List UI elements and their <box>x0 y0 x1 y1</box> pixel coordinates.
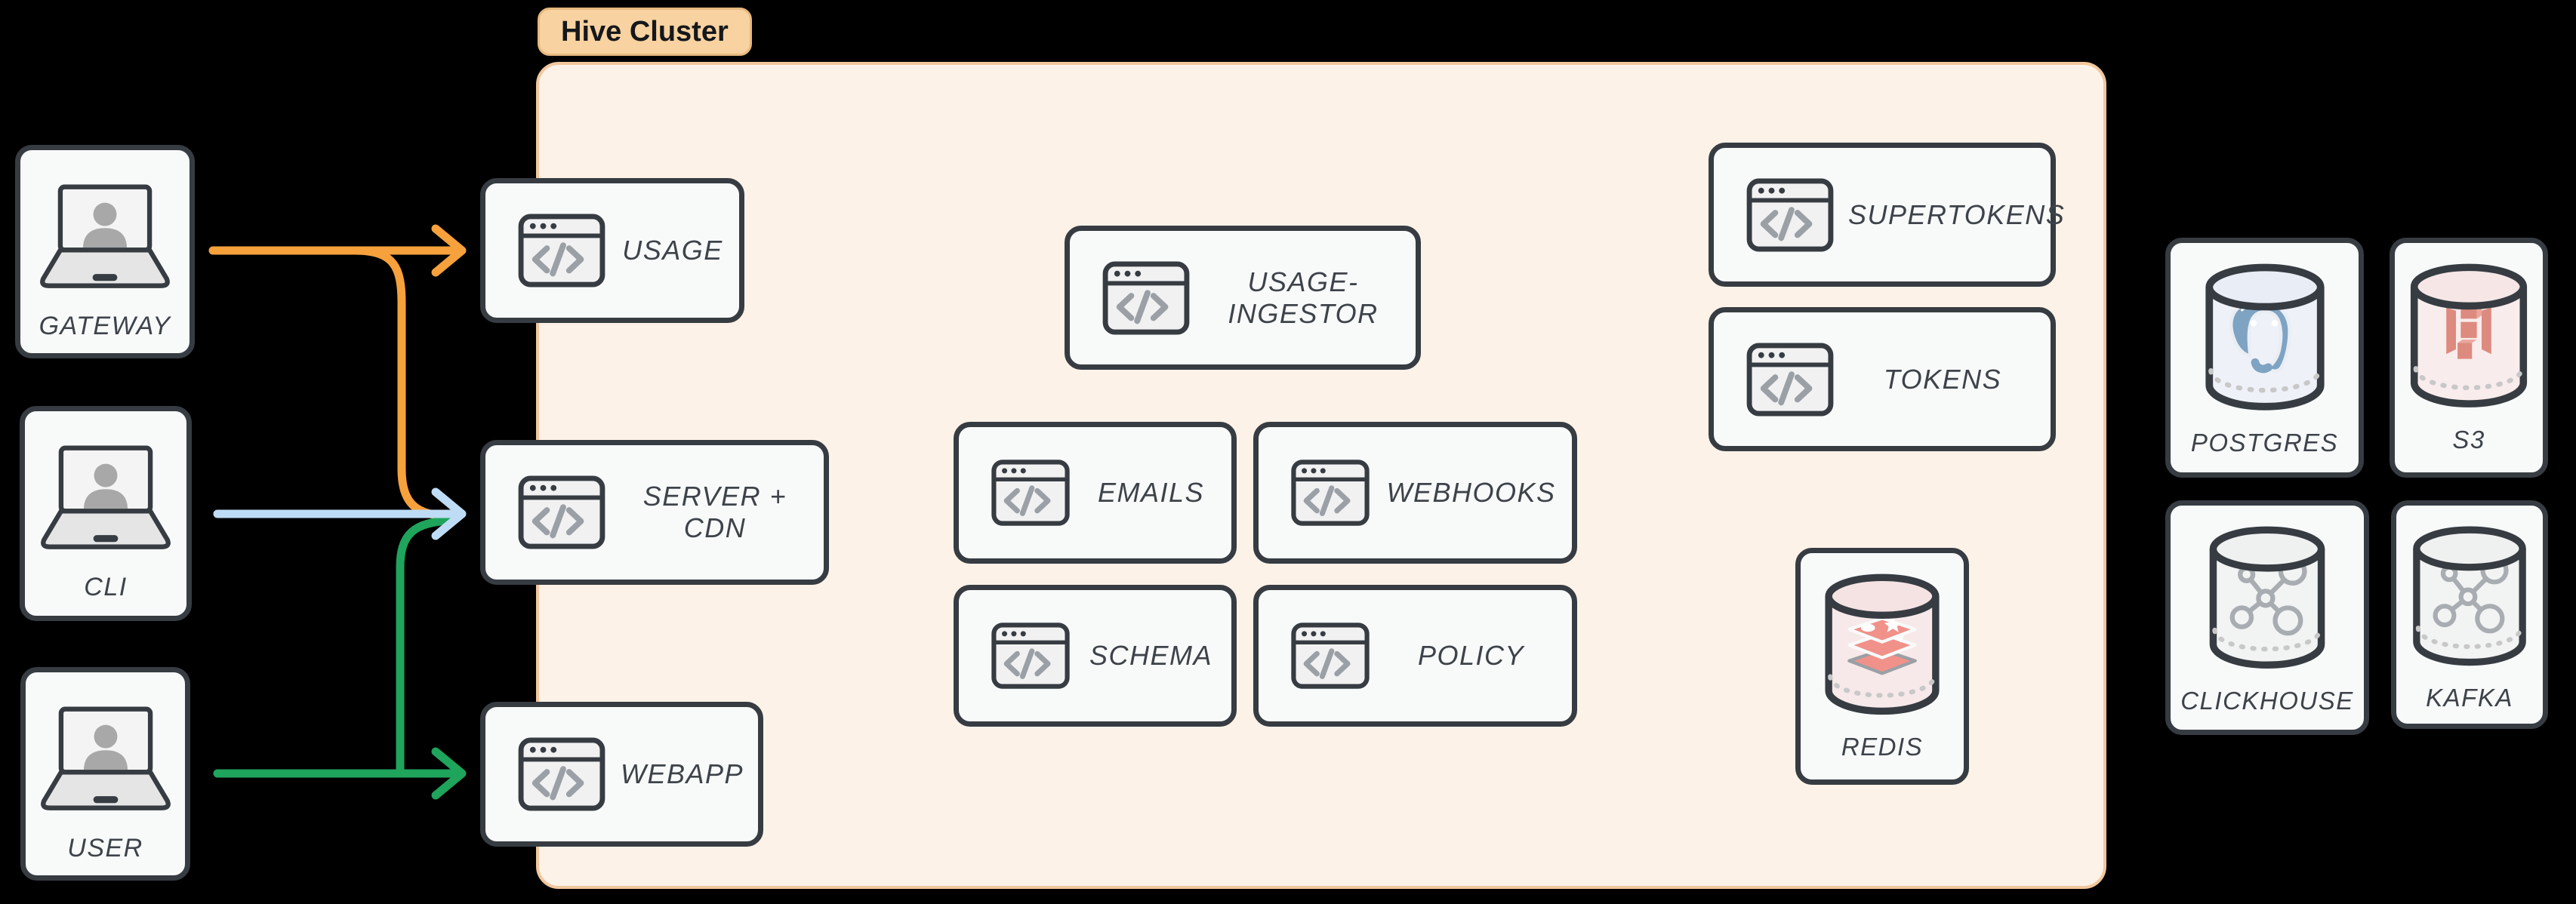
service-usage-ingestor: USAGE-INGESTOR <box>1065 226 1421 370</box>
molecule-cylinder-icon <box>2209 526 2325 669</box>
code-window-icon <box>1746 342 1834 417</box>
datastore-kafka: KAFKA <box>2391 500 2548 729</box>
service-label: SCHEMA <box>1089 640 1213 671</box>
redis-cylinder-icon <box>1825 573 1940 715</box>
edge-user-webapp-arrowhead <box>431 747 467 800</box>
node-label: GATEWAY <box>39 312 171 340</box>
datastore-label: POSTGRES <box>2190 429 2339 457</box>
datastore-label: S3 <box>2452 426 2485 454</box>
molecule-cylinder-icon <box>2413 526 2526 666</box>
node-cli: CLI <box>20 406 192 621</box>
service-label: WEBHOOKS <box>1386 477 1556 508</box>
service-label: SUPERTOKENS <box>1848 198 2066 230</box>
code-window-icon <box>991 623 1070 689</box>
code-window-icon <box>1291 460 1370 526</box>
code-window-icon <box>1746 177 1834 252</box>
datastore-redis: REDIS <box>1795 548 1969 785</box>
laptop-user-icon <box>40 184 170 288</box>
service-label: USAGE-INGESTOR <box>1228 266 1379 329</box>
code-window-icon <box>991 460 1070 526</box>
service-label: WEBAPP <box>620 758 744 789</box>
redis-stack-logo <box>1847 617 1917 675</box>
service-supertokens: SUPERTOKENS <box>1709 143 2064 287</box>
laptop-user-icon <box>41 445 171 549</box>
edge-gateway-usage-arrowhead <box>431 224 467 277</box>
s3-cylinder-icon <box>2410 263 2528 407</box>
service-label: EMAILS <box>1097 477 1205 508</box>
service-webapp: WEBAPP <box>480 702 763 847</box>
code-window-icon <box>1102 260 1190 335</box>
datastore-postgres: POSTGRES <box>2165 238 2364 478</box>
node-label: USER <box>67 834 143 862</box>
service-label: USAGE <box>622 235 723 266</box>
edge-user-servercdn <box>396 516 454 777</box>
datastore-s3: S3 <box>2390 238 2548 478</box>
service-usage: USAGE <box>480 178 744 323</box>
datastore-clickhouse: CLICKHOUSE <box>2165 500 2369 735</box>
molecule-logo <box>2229 557 2307 636</box>
datastore-label: KAFKA <box>2426 684 2513 712</box>
service-schema: SCHEMA <box>954 585 1237 727</box>
code-window-icon <box>518 214 605 287</box>
edge-gateway-servercdn <box>350 246 456 521</box>
service-label: POLICY <box>1417 640 1525 671</box>
node-user: USER <box>20 667 190 881</box>
service-label: SERVER + CDN <box>642 481 787 543</box>
edge-cli-servercdn-arrowhead <box>431 487 467 540</box>
code-window-icon <box>1291 623 1370 689</box>
postgres-cylinder-icon <box>2205 263 2325 410</box>
service-tokens: TOKENS <box>1709 307 2056 451</box>
service-server-cdn: SERVER + CDN <box>480 440 829 585</box>
laptop-user-icon <box>40 706 171 810</box>
node-gateway: GATEWAY <box>15 145 195 358</box>
service-label: TOKENS <box>1883 363 2002 395</box>
code-window-icon <box>518 475 605 549</box>
service-emails: EMAILS <box>954 422 1237 564</box>
node-label: CLI <box>84 573 128 601</box>
datastore-label: REDIS <box>1841 733 1924 761</box>
service-policy: POLICY <box>1253 585 1577 727</box>
datastore-label: CLICKHOUSE <box>2180 687 2354 715</box>
code-window-icon <box>518 737 605 811</box>
cluster-label: Hive Cluster <box>538 8 752 56</box>
service-webhooks: WEBHOOKS <box>1253 422 1577 564</box>
molecule-logo <box>2433 556 2509 634</box>
